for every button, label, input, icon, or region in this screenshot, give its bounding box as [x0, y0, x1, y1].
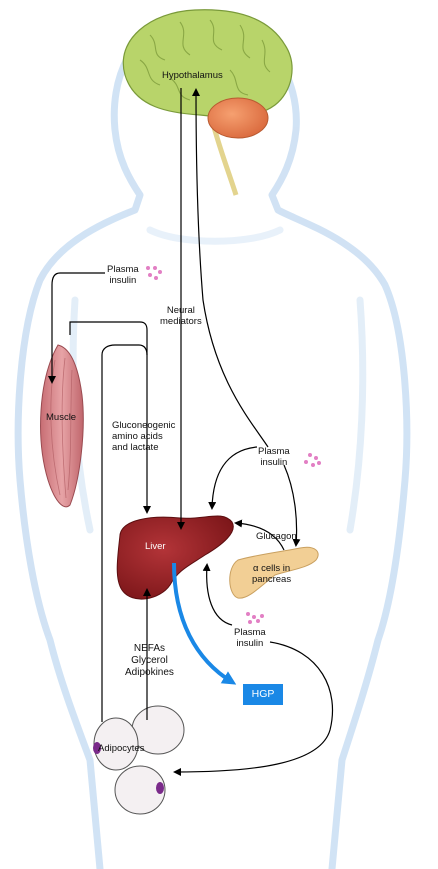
liver [116, 515, 234, 600]
hypothalamus-label: Hypothalamus [162, 70, 223, 81]
pancreas [229, 546, 319, 599]
hgp-box: HGP [243, 684, 283, 705]
liver-label: Liver [145, 541, 166, 552]
adipocytes-label: Adipocytes [98, 743, 145, 754]
plasma-insulin-top-label: Plasma insulin [107, 264, 139, 286]
plasma-insulin-bottom-label: Plasma insulin [234, 627, 266, 649]
neural-mediators-label: Neural mediators [160, 305, 202, 327]
hgp-label: HGP [251, 688, 275, 700]
nefas-label: NEFAs Glycerol Adipokines [125, 643, 174, 678]
hgp-arrow [172, 562, 237, 685]
glucagon-label: Glucagon [256, 531, 297, 542]
gluconeogenic-label: Gluconeogenic amino acids and lactate [112, 420, 176, 453]
arrows [48, 88, 334, 776]
insulin-dots-bottom [246, 612, 264, 624]
adipocytes [93, 705, 185, 815]
cerebellum [207, 97, 269, 139]
insulin-dots-top [146, 266, 162, 280]
plasma-insulin-right-label: Plasma insulin [258, 446, 290, 468]
muscle [40, 344, 84, 508]
insulin-dots-right [304, 453, 321, 467]
muscle-label: Muscle [46, 412, 77, 423]
brain [122, 9, 293, 118]
alpha-cells-label: α cells in pancreas [252, 563, 292, 585]
